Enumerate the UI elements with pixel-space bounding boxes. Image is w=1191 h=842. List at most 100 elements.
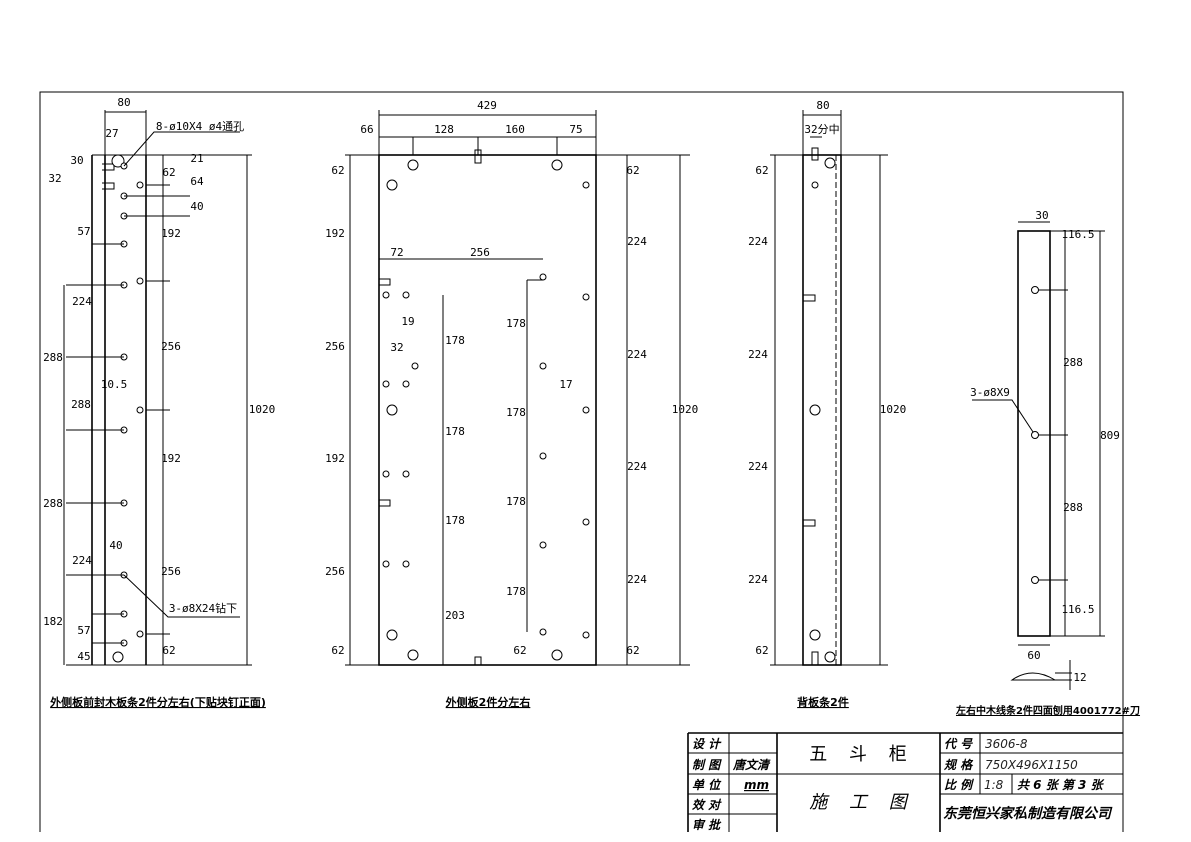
sheet-count: 共 6 张 第 3 张: [1017, 778, 1105, 792]
dim-label: 178: [445, 334, 465, 347]
view-caption: 左右中木线条2件四面刨用4001772#刀: [955, 704, 1140, 717]
dim-label: 116.5: [1061, 603, 1094, 616]
callout-label: 3-ø8X24钻下: [169, 601, 237, 615]
holes: [382, 159, 590, 661]
dim-label: 224: [627, 235, 647, 248]
dim-label: 178: [506, 406, 526, 419]
holes: [809, 157, 836, 663]
dim-label: 30: [1035, 209, 1048, 222]
dim-label: 288: [1063, 501, 1083, 514]
scale-label: 比 例: [944, 778, 974, 792]
dim-label: 224: [627, 573, 647, 586]
dim-label: 62: [755, 644, 768, 657]
dim-label: 32: [390, 341, 403, 354]
dim-label: 256: [325, 340, 345, 353]
dim-label: 60: [1027, 649, 1040, 662]
product-name: 五 斗 柜: [809, 744, 914, 765]
dim-label: 57: [77, 225, 90, 238]
dim-label: 17: [559, 378, 572, 391]
holes: [112, 162, 144, 663]
view-caption: 背板条2件: [797, 695, 849, 709]
dim-label: 62: [513, 644, 526, 657]
dim-label: 62: [755, 164, 768, 177]
dim-label: 288: [43, 497, 63, 510]
callout-label: 3-ø8X9: [970, 386, 1010, 399]
dim-label: 288: [1063, 356, 1083, 369]
dim-label: 192: [161, 452, 181, 465]
dim-label: 72: [390, 246, 403, 259]
drawing-label: 制 图: [692, 758, 722, 772]
dim-label: 224: [72, 554, 92, 567]
spec-label: 规 格: [944, 758, 974, 772]
dim-label: 32: [48, 172, 61, 185]
scale-value: 1:8: [984, 778, 1004, 792]
dim-label: 62: [162, 644, 175, 657]
dim-label: 182: [43, 615, 63, 628]
dim-label: 809: [1100, 429, 1120, 442]
dim-label: 12: [1073, 671, 1086, 684]
dim-label: 224: [748, 348, 768, 361]
spec-value: 750X496X1150: [985, 758, 1078, 772]
dim-label: 75: [569, 123, 582, 136]
dim-label: 40: [109, 539, 122, 552]
dim-label: 178: [506, 317, 526, 330]
dim-label: 288: [71, 398, 91, 411]
callout-label: 8-ø10X4 ø4通孔: [156, 120, 244, 133]
view-caption: 外侧板2件分左右: [445, 695, 531, 709]
dim-label: 224: [72, 295, 92, 308]
holes: [1031, 286, 1039, 584]
dim-label: 128: [434, 123, 454, 136]
dim-label: 27: [105, 127, 118, 140]
dim-label: 66: [360, 123, 373, 136]
dim-label: 1020: [672, 403, 699, 416]
dim-label: 224: [748, 573, 768, 586]
dim-label: 224: [748, 235, 768, 248]
dim-label: 178: [445, 514, 465, 527]
unit-value: mm: [744, 778, 769, 792]
dim-label: 62: [626, 164, 639, 177]
dim-label: 256: [470, 246, 490, 259]
dim-label: 40: [190, 200, 203, 213]
dim-label: 19: [401, 315, 414, 328]
dim-label: 192: [325, 227, 345, 240]
dim-label: 62: [331, 164, 344, 177]
dim-label: 45: [77, 650, 90, 663]
design-label: 设 计: [692, 737, 722, 751]
sheet-frame: [39, 91, 1124, 832]
dim-label: 62: [626, 644, 639, 657]
dim-label: 1020: [249, 403, 276, 416]
check-label: 效 对: [692, 798, 722, 812]
dim-label: 30: [70, 154, 83, 167]
dim-label: 178: [506, 585, 526, 598]
view-caption: 外侧板前封木板条2件分左右(下贴块钉正面): [49, 695, 266, 709]
dim-label: 178: [445, 425, 465, 438]
approve-label: 审 批: [692, 818, 722, 832]
dim-label: 256: [161, 565, 181, 578]
dim-label: 57: [77, 624, 90, 637]
dim-label: 192: [161, 227, 181, 240]
view-outer-side-panel: 429 66 128 160 75 62 62 192 224 72 256 1…: [325, 99, 698, 709]
dim-label: 224: [627, 460, 647, 473]
dim-label: 116.5: [1061, 228, 1094, 241]
view-middle-molding: 30 116.5 288 3-ø8X9 809 288 116.5 60 12 …: [955, 209, 1140, 717]
dim-label: 224: [748, 460, 768, 473]
drawer-name: 唐文清: [732, 758, 771, 772]
dim-label: 32分中: [804, 123, 839, 136]
dim-label: 80: [117, 96, 130, 109]
dim-label: 256: [161, 340, 181, 353]
dim-label: 62: [162, 166, 175, 179]
dim-label: 224: [627, 348, 647, 361]
dim-label: 256: [325, 565, 345, 578]
dim-label: 178: [506, 495, 526, 508]
view-front-strip: 80 27 8-ø10X4 ø4通孔 30 32 21 62 64 40 57 …: [43, 96, 275, 709]
view-back-strip: 80 32分中 62 224 224 1020 224 224 62 背板条2件: [748, 99, 906, 709]
drawing-type: 施 工 图: [809, 792, 914, 813]
dim-label: 64: [190, 175, 204, 188]
dim-label: 62: [331, 644, 344, 657]
dim-label: 429: [477, 99, 497, 112]
dim-label: 10.5: [101, 378, 128, 391]
dim-label: 1020: [880, 403, 907, 416]
dim-label: 192: [325, 452, 345, 465]
dim-label: 288: [43, 351, 63, 364]
unit-label: 单 位: [692, 778, 722, 792]
